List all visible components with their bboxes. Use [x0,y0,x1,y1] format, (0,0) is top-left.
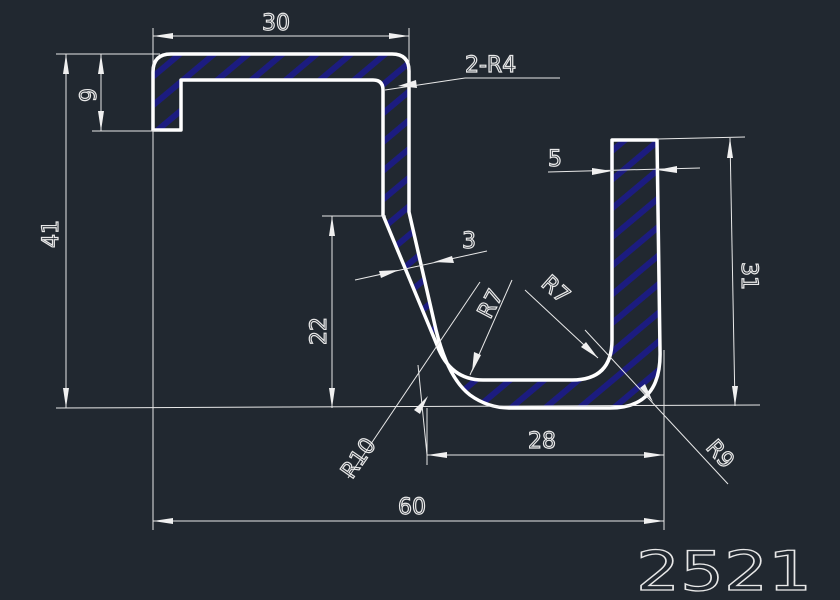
dim-wall-thickness: 3 [354,228,488,281]
dim-total-width: 60 [152,130,664,530]
profile-outline [151,52,662,410]
dim-text: 2-R4 [465,53,516,78]
dim-text: R10 [336,434,381,484]
dim-inner-radius-right: R7 [524,270,599,359]
dim-text: R7 [536,271,575,309]
dim-text: R9 [701,435,739,474]
part-number: 2521 [636,540,812,600]
dim-text: R7 [473,285,509,323]
dim-right-thickness: 5 [547,146,701,175]
dim-left-height: 22 [306,215,386,408]
dim-total-height: 41 [38,53,761,409]
dim-text: 22 [307,317,332,345]
dim-text: 28 [528,429,556,454]
dim-corner-radius: 2-R4 [384,52,560,91]
dim-bottom-width: 28 [426,350,665,530]
dim-lip-height: 9 [76,53,160,132]
dim-text: 5 [548,147,562,172]
dim-right-height: 31 [656,136,762,407]
dim-text: 60 [398,495,426,520]
dim-text: 3 [462,229,476,254]
dim-text: 30 [262,11,290,36]
dim-text: 9 [77,88,102,102]
dim-inner-radius-left: R7 [469,279,513,376]
dim-text: 31 [736,262,761,290]
dim-top-width: 30 [152,10,410,70]
dim-text: 41 [39,220,64,248]
